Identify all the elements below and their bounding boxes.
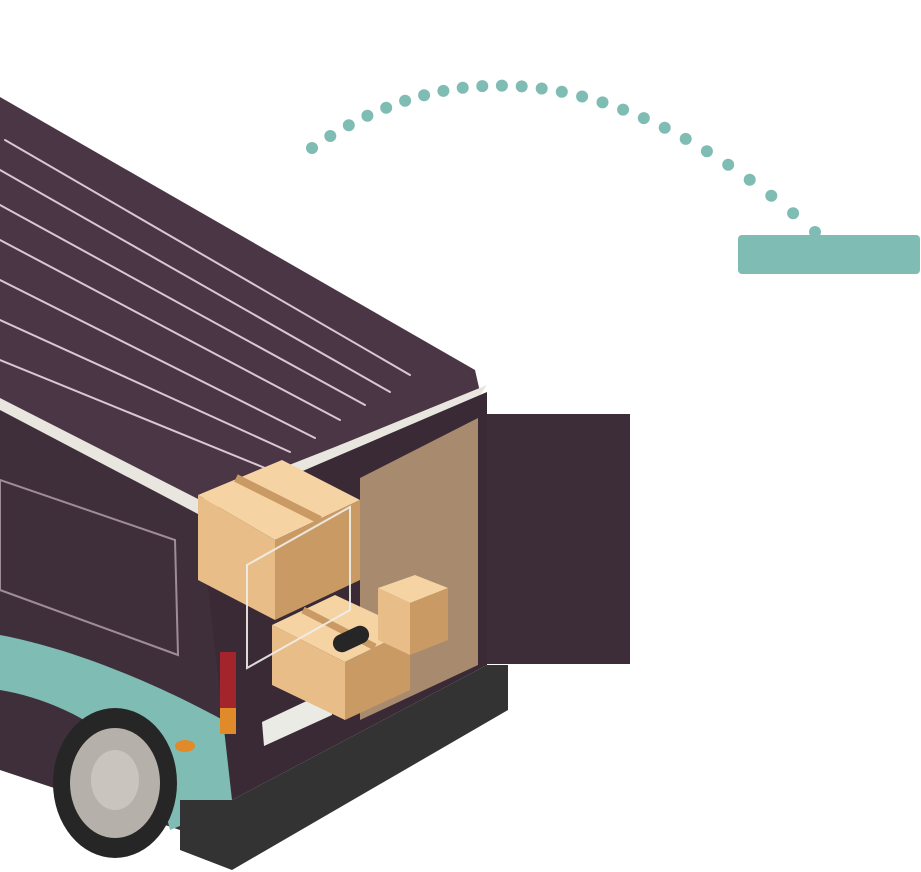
arc-dot [380, 101, 393, 114]
arc-dot [679, 132, 692, 145]
arc-dot [495, 79, 508, 92]
arc-dot [515, 80, 528, 93]
arc-dot [324, 130, 337, 142]
box-right [378, 575, 448, 655]
box-top [198, 460, 360, 620]
arc-dot [596, 96, 609, 109]
arc-dot [418, 89, 431, 102]
dotted-arc [306, 79, 821, 238]
arc-dot [576, 90, 589, 103]
arc-dot [361, 109, 374, 122]
arc-dot [722, 158, 735, 171]
arc-dot [617, 103, 630, 116]
arc-dot [637, 112, 650, 125]
side-marker-light [175, 740, 195, 752]
rear-wheel [53, 708, 177, 858]
arc-dot [658, 121, 671, 134]
teal-platform [738, 235, 920, 274]
arc-dot [700, 145, 713, 158]
van-roof [0, 97, 480, 510]
roof-ribs [0, 139, 411, 469]
arc-dot [787, 207, 800, 220]
arc-dot [342, 119, 355, 132]
rear-door-glass [246, 505, 351, 670]
arc-dot [456, 81, 469, 94]
arc-dot [399, 94, 412, 107]
arc-dot [555, 85, 568, 98]
indicator-light [220, 708, 236, 734]
rear-bumper [180, 665, 508, 870]
arc-dot [476, 80, 489, 93]
arc-dot [306, 142, 318, 154]
van-side-window [0, 478, 180, 657]
arc-dot [437, 84, 450, 97]
arc-dot [765, 189, 778, 202]
open-rear-door [478, 414, 630, 664]
cargo-boxes [198, 460, 448, 720]
arc-dot [535, 82, 548, 95]
arc-dot [743, 173, 756, 186]
